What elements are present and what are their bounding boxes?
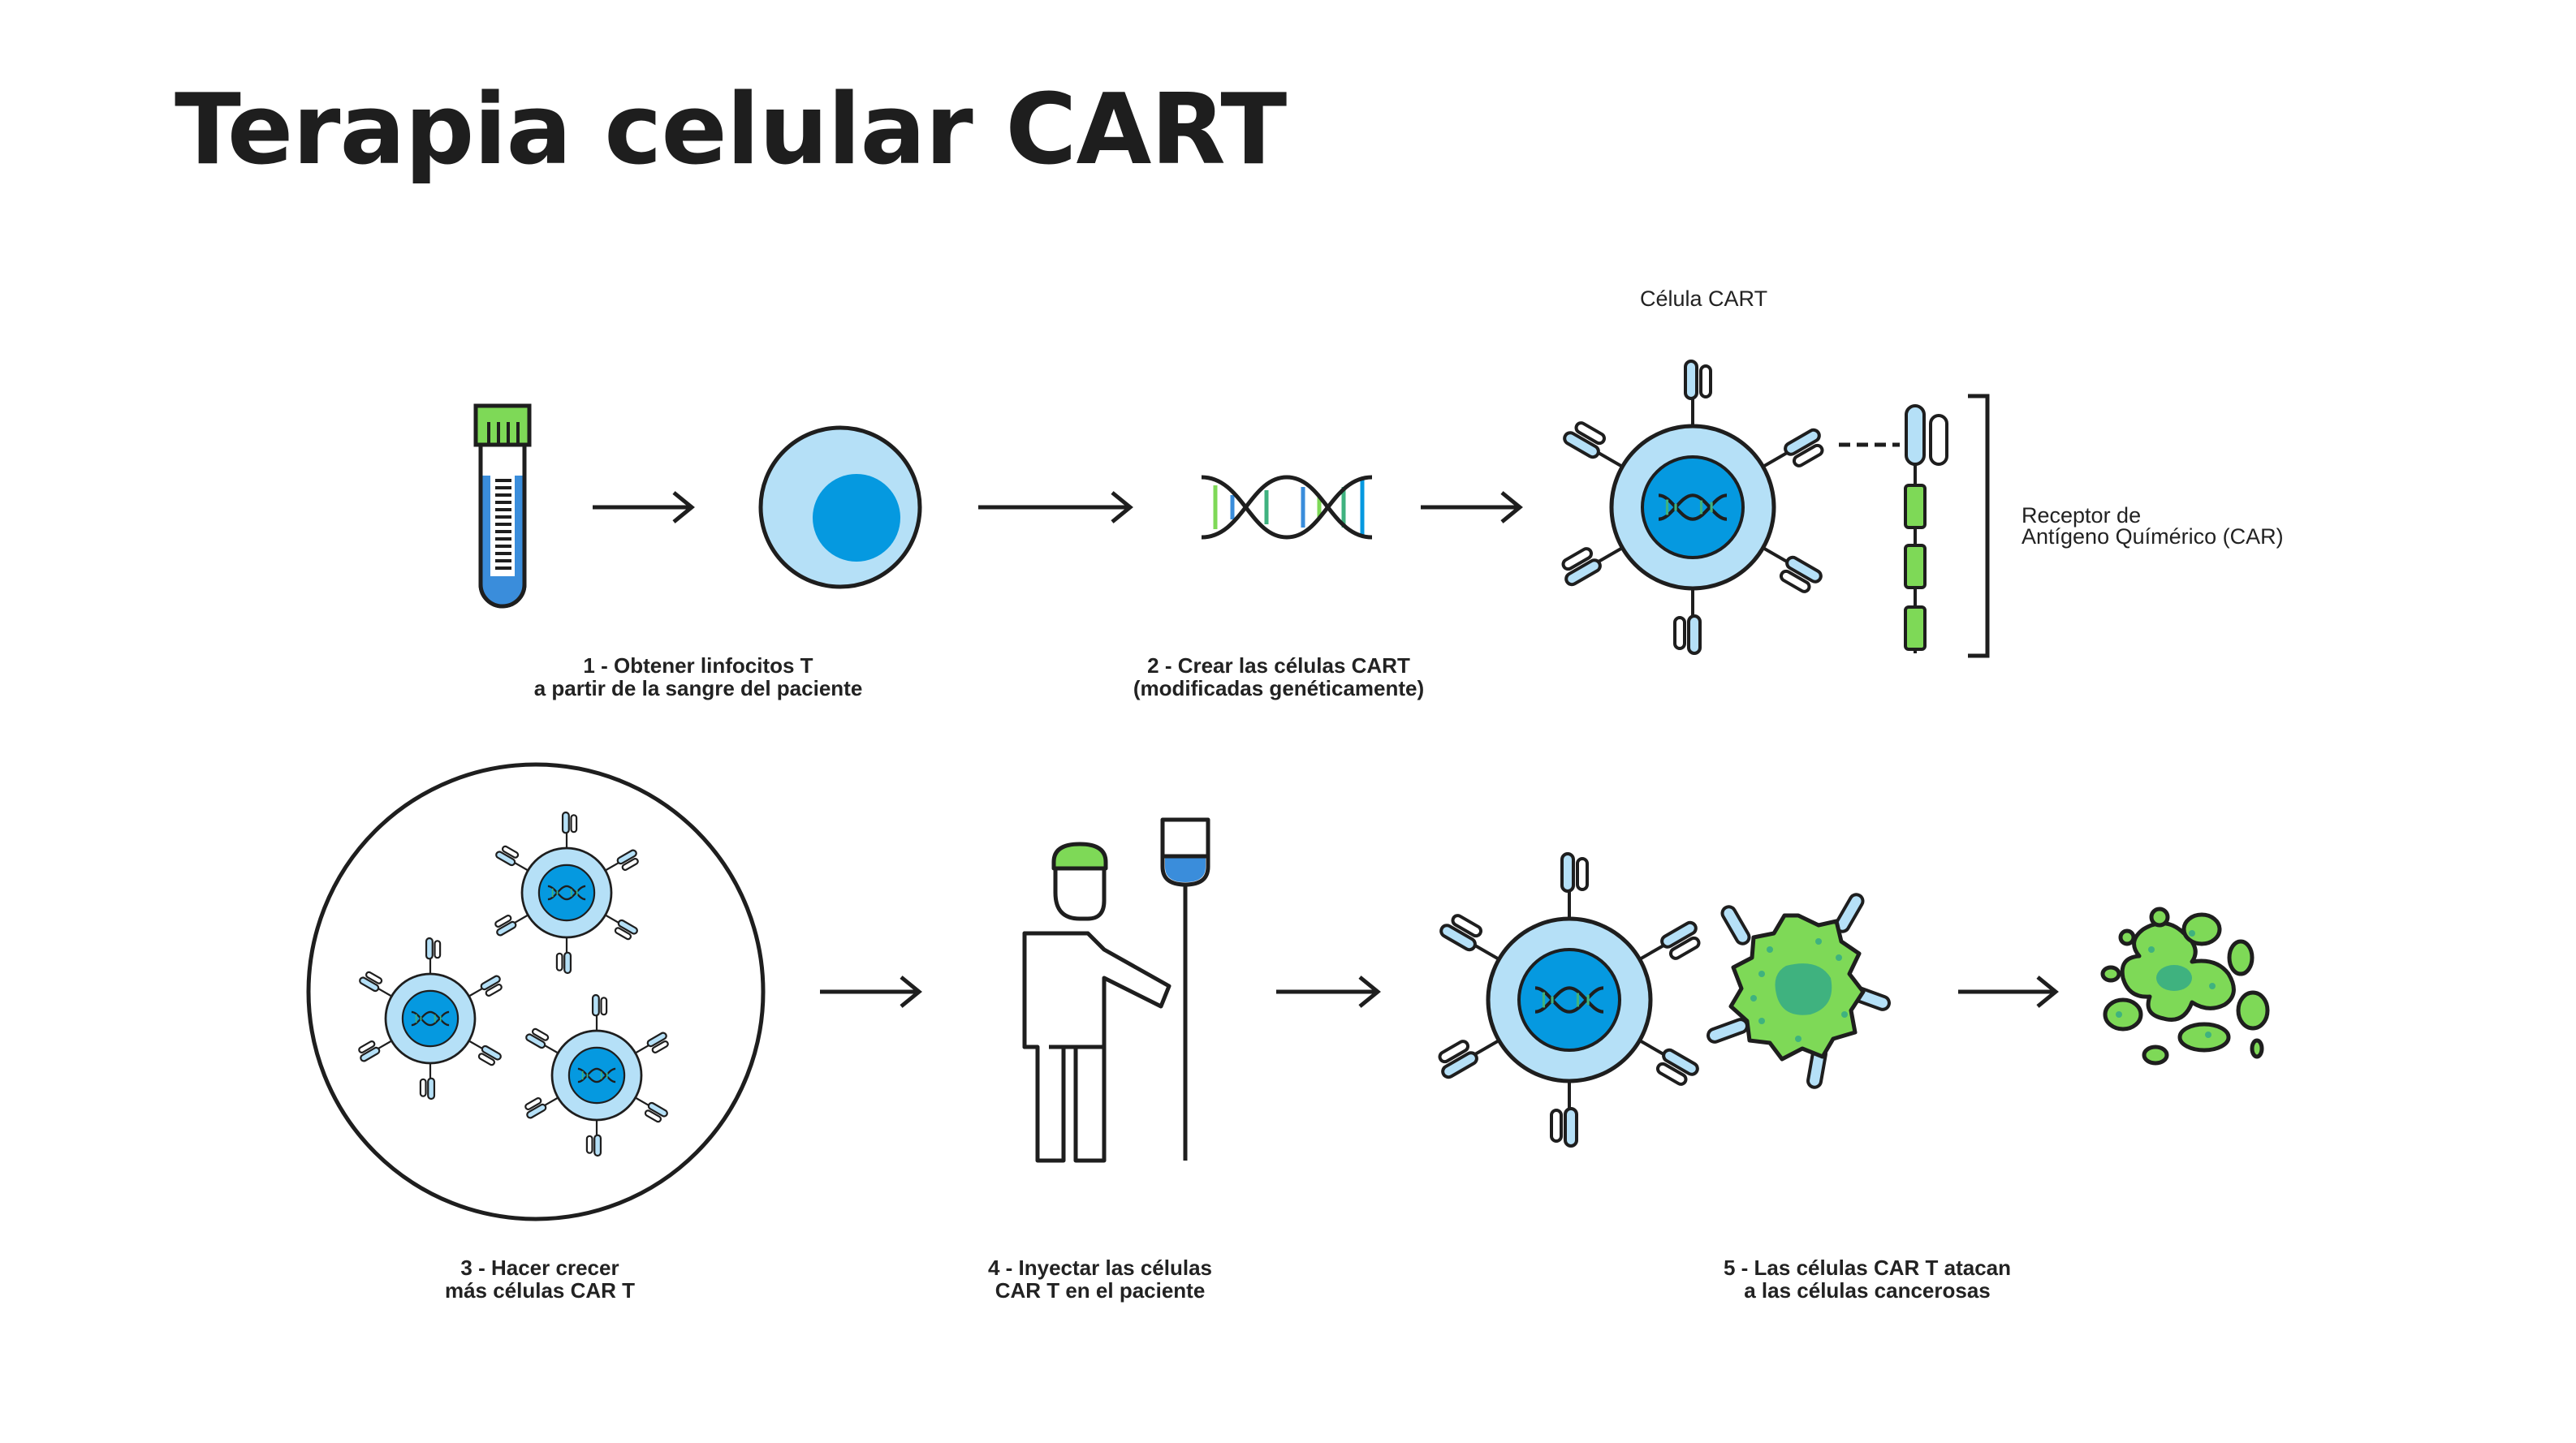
arrow-right-icon	[1421, 491, 1523, 523]
step-5-caption: 5 - Las células CAR T atacan a las célul…	[1616, 1256, 2119, 1302]
step-3-caption: 3 - Hacer crecer más células CAR T	[296, 1256, 783, 1302]
step-4-line1: 4 - Inyectar las células	[987, 1256, 1213, 1280]
patient-iv-icon	[1022, 817, 1210, 1163]
step-1-line2: a partir de la sangre del paciente	[533, 676, 863, 700]
cart-cell-icon	[1557, 361, 1828, 653]
arrow-right-icon	[978, 491, 1133, 523]
step-5-line1: 5 - Las células CAR T atacan	[1723, 1256, 2012, 1280]
car-receptor-icon	[1904, 394, 1990, 658]
step-3-line2: más células CAR T	[444, 1278, 636, 1303]
step-5-line2: a las células cancerosas	[1744, 1278, 1991, 1303]
arrow-right-icon	[820, 976, 922, 1008]
step-1-line1: 1 - Obtener linfocitos T	[583, 653, 813, 678]
receptor-label-line2: Antígeno Químérico (CAR)	[2022, 524, 2284, 549]
step-2-line2: (modificadas genéticamente)	[1133, 676, 1425, 700]
step-4-caption: 4 - Inyectar las células CAR T en el pac…	[857, 1256, 1344, 1302]
step-1-caption: 1 - Obtener linfocitos T a partir de la …	[455, 654, 942, 700]
dead-cancer-cell-icon	[2100, 907, 2270, 1066]
petri-dish-icon	[306, 762, 766, 1221]
receptor-label-line1: Receptor de	[2022, 503, 2142, 528]
step-2-line1: 2 - Crear las células CART	[1147, 653, 1410, 678]
arrow-right-icon	[1958, 976, 2059, 1008]
arrow-right-icon	[1276, 976, 1381, 1008]
step-3-line1: 3 - Hacer crecer	[460, 1256, 619, 1280]
cart-cell-icon	[1434, 854, 1705, 1146]
dna-icon	[1201, 475, 1373, 540]
t-cell-icon	[758, 425, 922, 589]
cancer-cell-icon	[1707, 893, 1891, 1089]
cart-cell-label: Célula CART	[1640, 286, 1768, 311]
step-2-caption: 2 - Crear las células CART (modificadas …	[1035, 654, 1522, 700]
test-tube-icon	[473, 403, 532, 609]
page-title: Terapia celular CART	[175, 74, 1287, 187]
arrow-right-icon	[593, 491, 695, 523]
step-4-line2: CAR T en el paciente	[995, 1278, 1206, 1303]
